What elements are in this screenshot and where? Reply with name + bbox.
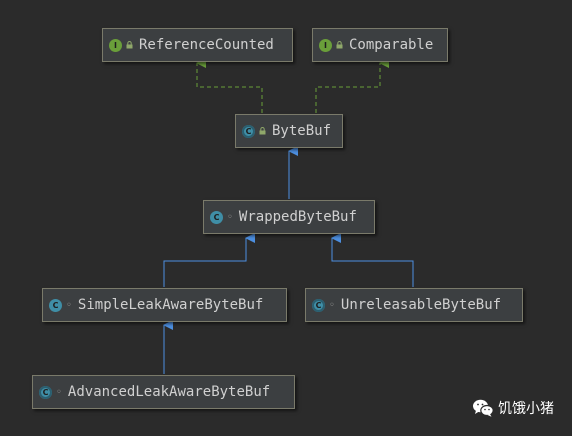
interface-icon: I	[319, 38, 332, 52]
class-icon: C	[210, 210, 223, 224]
node-label: UnreleasableByteBuf	[340, 297, 502, 313]
interface-icon: I	[109, 38, 122, 52]
node-label: ByteBuf	[272, 123, 332, 139]
lock-icon	[126, 41, 133, 49]
node-simpleleakawarebytebuf[interactable]: C ◦ SimpleLeakAwareByteBuf	[42, 288, 287, 322]
class-icon: C	[49, 298, 62, 312]
node-wrappedbytebuf[interactable]: C ◦ WrappedByteBuf	[203, 200, 375, 234]
final-class-icon: C	[312, 298, 325, 312]
node-label: AdvancedLeakAwareByteBuf	[67, 384, 271, 400]
final-class-icon: C	[39, 385, 52, 399]
edge-bytebuf-implements-comparable	[315, 58, 389, 113]
package-private-icon: ◦	[66, 299, 72, 311]
node-comparable[interactable]: I Comparable	[312, 28, 448, 62]
watermark-text: 饥饿小猪	[498, 401, 554, 417]
node-advancedleakawarebytebuf[interactable]: C ◦ AdvancedLeakAwareByteBuf	[32, 375, 295, 409]
watermark: 饥饿小猪	[472, 398, 554, 418]
node-bytebuf[interactable]: C ByteBuf	[235, 114, 343, 148]
edge-unreleasable-extends-wrapped	[331, 233, 414, 287]
abstract-class-icon: C	[242, 124, 255, 138]
wechat-icon	[473, 399, 494, 417]
package-private-icon: ◦	[329, 299, 335, 311]
node-label: ReferenceCounted	[139, 37, 274, 53]
package-private-icon: ◦	[56, 386, 62, 398]
node-unreleasablebytebuf[interactable]: C ◦ UnreleasableByteBuf	[305, 288, 523, 322]
edge-simpleleakaware-extends-wrapped	[163, 233, 255, 287]
node-label: SimpleLeakAwareByteBuf	[77, 297, 264, 313]
package-private-icon: ◦	[227, 211, 233, 223]
lock-icon	[259, 127, 266, 135]
node-referencecounted[interactable]: I ReferenceCounted	[102, 28, 293, 62]
lock-icon	[336, 41, 343, 49]
node-label: WrappedByteBuf	[238, 209, 357, 225]
edge-bytebuf-implements-referencecounted	[196, 58, 263, 113]
node-label: Comparable	[349, 37, 434, 53]
